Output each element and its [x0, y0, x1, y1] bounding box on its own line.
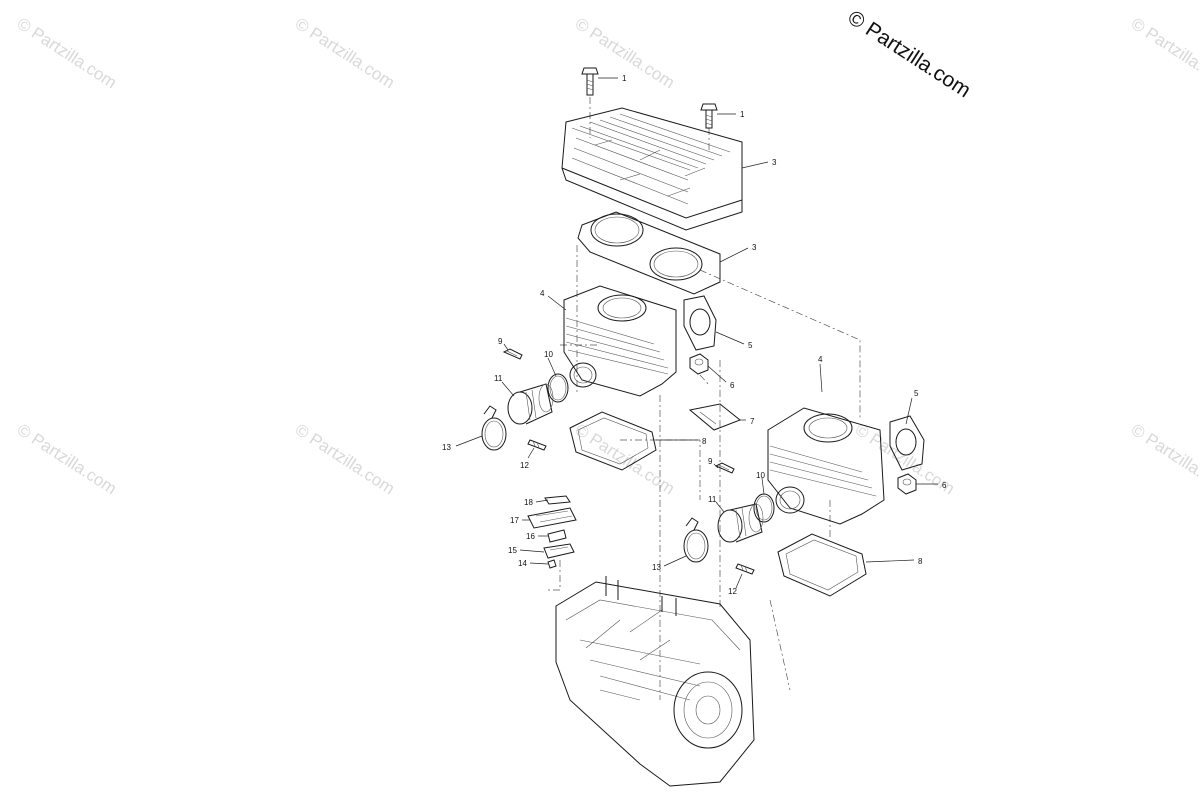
nut-left	[689, 353, 709, 375]
reed-stopper	[543, 543, 575, 559]
callout-label: 15	[508, 546, 517, 555]
callout-label: 4	[818, 355, 823, 364]
callout-label: 5	[748, 341, 753, 350]
stud-right	[714, 462, 735, 474]
callout-label: 13	[652, 563, 661, 572]
head-bolt	[700, 103, 718, 129]
clamp-left	[481, 405, 507, 451]
clamp-right	[683, 517, 709, 563]
callout-label: 11	[494, 374, 503, 383]
callout-label: 13	[442, 443, 451, 452]
screw-right	[735, 563, 755, 575]
stud-left	[502, 348, 523, 360]
reed-plate	[544, 495, 571, 505]
intake-boot-right	[717, 503, 764, 543]
callout-label: 6	[942, 481, 947, 490]
callout-label: 14	[518, 559, 527, 568]
head-bolt	[581, 67, 599, 96]
exhaust-gasket-right	[889, 415, 925, 471]
callout-label: 9	[498, 337, 503, 346]
callout-label: 1	[740, 110, 745, 119]
callout-label: 18	[524, 498, 533, 507]
callout-label: 4	[540, 289, 545, 298]
oring-left	[547, 373, 569, 403]
cylinder-head	[561, 107, 743, 231]
callout-label: 6	[730, 381, 735, 390]
bracket	[688, 403, 741, 431]
callout-label: 11	[708, 495, 717, 504]
head-gasket	[577, 211, 721, 295]
callout-label: 12	[728, 587, 737, 596]
callout-label: 3	[752, 243, 757, 252]
callout-label: 10	[544, 350, 553, 359]
assembly-guide-lines	[545, 97, 861, 700]
cylinder-left	[563, 285, 677, 397]
callout-label: 9	[708, 457, 713, 466]
crankcase	[555, 576, 755, 787]
base-gasket-left	[569, 411, 657, 471]
callout-leaders	[455, 77, 938, 589]
callout-label: 5	[914, 389, 919, 398]
intake-boot-left	[507, 383, 554, 425]
callout-label: 16	[526, 532, 535, 541]
callout-label: 3	[772, 158, 777, 167]
reed-petal	[547, 529, 567, 543]
cylinder-right	[767, 407, 885, 525]
small-screw	[547, 559, 557, 569]
callout-label: 7	[750, 417, 755, 426]
callout-label: 8	[918, 557, 923, 566]
exhaust-gasket-left	[683, 295, 717, 351]
callout-label: 12	[520, 461, 529, 470]
callout-label: 8	[702, 437, 707, 446]
screw-left	[527, 439, 547, 451]
base-gasket-right	[777, 533, 867, 597]
nut-right	[897, 473, 917, 495]
callout-labels: 1 1 3 3 4 4 5 5 6 6 7 8 8 9 9 10 10 11 1…	[442, 74, 947, 596]
callout-label: 1	[622, 74, 627, 83]
callout-label: 17	[510, 516, 519, 525]
callout-label: 10	[756, 471, 765, 480]
reed-cage	[527, 507, 577, 529]
